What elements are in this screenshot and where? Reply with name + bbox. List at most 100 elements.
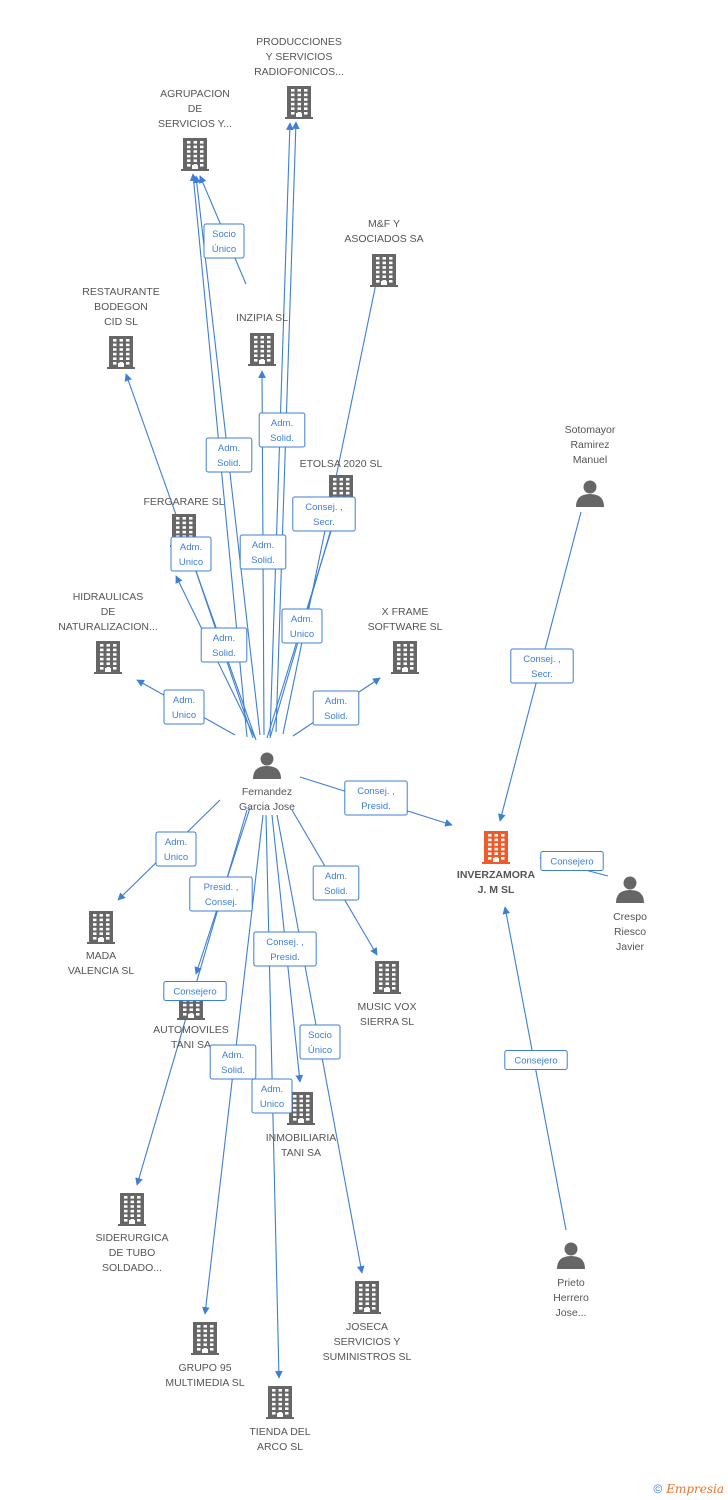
edge-label-text: Adm. [261, 1084, 283, 1095]
footer: ©Empresia [653, 1482, 724, 1496]
edge-label-25[interactable]: Consejero [504, 1050, 568, 1070]
edge-label-text: Consej. , [357, 786, 395, 797]
node-label: Ramirez [570, 439, 609, 451]
edge-label-20[interactable]: Consej. ,Presid. [253, 931, 317, 967]
node-label: ETOLSA 2020 SL [300, 458, 383, 470]
brand-logo[interactable]: Empresia [666, 1482, 724, 1496]
edge-label-6[interactable]: Adm.Solid. [205, 437, 253, 473]
node-label: Riesco [614, 926, 646, 938]
node-inverzamora[interactable]: INVERZAMORA J. M SL [457, 831, 536, 896]
node-label: X FRAME [382, 606, 429, 618]
node-label: SIERRA SL [360, 1016, 414, 1028]
building-icon [181, 138, 209, 171]
node-label: CID SL [104, 316, 138, 328]
edge-label-17[interactable]: Adm.Unico [155, 831, 197, 867]
node-label: Manuel [573, 454, 607, 466]
person-icon [557, 1242, 585, 1269]
edge-label-14[interactable]: Consej. ,Secr. [510, 648, 574, 684]
node-label: TIENDA DEL [249, 1426, 310, 1438]
node-label: Sotomayor [565, 424, 616, 436]
node-label: SERVICIOS Y [334, 1336, 401, 1348]
edge-label-21[interactable]: Consejero [163, 981, 227, 1001]
edge-label-text: Consejero [514, 1056, 557, 1067]
edge-label-15[interactable]: Consej. , Presid. [344, 780, 408, 816]
edge-label-18[interactable]: Presid. , Consej. [189, 876, 253, 912]
edge-label-text: Adm. [165, 837, 187, 848]
building-icon [94, 641, 122, 674]
building-icon [370, 254, 398, 287]
node-label: MULTIMEDIA SL [165, 1377, 244, 1389]
edge-label-11[interactable]: Adm. Solid. [200, 627, 248, 663]
edge-label-text: Adm. [213, 633, 235, 644]
edge-label-box [163, 981, 227, 1001]
edge-label-box [239, 534, 287, 570]
edge-label-24[interactable]: Adm.Unico [251, 1078, 293, 1114]
edge-label-5[interactable]: Adm.Solid. [258, 412, 306, 448]
node-label: NATURALIZACION... [58, 621, 158, 633]
edge-label-13[interactable]: Adm.Solid. [312, 690, 360, 726]
edge-label-box [312, 690, 360, 726]
edge-label-box [258, 412, 306, 448]
node-label: Y SERVICIOS [266, 51, 333, 63]
edge-label-text: Solid. [212, 648, 236, 659]
edge-label-23[interactable]: Adm.Solid. [209, 1044, 257, 1080]
node-label: DE [188, 103, 203, 115]
node-inzipia[interactable]: INZIPIA SL [236, 312, 288, 366]
edge-label-10[interactable]: Adm.Unico [281, 608, 323, 644]
node-label: AUTOMOVILES [153, 1024, 229, 1036]
edge-label-text: Consej. , [266, 937, 304, 948]
building-icon [285, 86, 313, 119]
node-label: INVERZAMORA [457, 869, 536, 881]
edge-label-text: Solid. [324, 886, 348, 897]
edge-label-text: Presid. , [204, 882, 239, 893]
edge-label-text: Solid. [324, 711, 348, 722]
node-label: MADA [86, 950, 116, 962]
edge-label-box [510, 648, 574, 684]
node-label: FERGARARE SL [143, 496, 224, 508]
edge-label-9[interactable]: Adm. Solid. [239, 534, 287, 570]
node-label: M&F Y [368, 218, 400, 230]
node-label: RADIOFONICOS... [254, 66, 344, 78]
edge-label-19[interactable]: Adm.Solid. [312, 865, 360, 901]
node-label: SUMINISTROS SL [323, 1351, 412, 1363]
node-label: PRODUCCIONES [256, 36, 342, 48]
edge-label-text: Consej. [205, 897, 237, 908]
node-producciones[interactable]: PRODUCCIONES Y SERVICIOS RADIOFONICOS... [254, 36, 344, 119]
edge-label-12[interactable]: Adm.Unico [163, 689, 205, 725]
node-grupo95[interactable]: GRUPO 95 MULTIMEDIA SL [165, 1322, 245, 1389]
building-icon [482, 831, 510, 864]
node-label: DE TUBO [109, 1247, 155, 1259]
node-hidraulicas[interactable]: HIDRAULICASDENATURALIZACION... [58, 591, 158, 674]
edge-label-16[interactable]: Consejero [540, 851, 604, 871]
node-label: Crespo [613, 911, 647, 923]
node-prieto[interactable]: PrietoHerreroJose... [553, 1242, 589, 1320]
edge-label-7[interactable]: Consej. ,Secr. [292, 496, 356, 532]
node-label: J. M SL [478, 884, 515, 896]
node-label: HIDRAULICAS [73, 591, 144, 603]
node-label: INMOBILIARIA [266, 1132, 337, 1144]
node-label: Prieto [557, 1277, 585, 1289]
node-label: SERVICIOS Y... [158, 118, 232, 130]
edge-label-text: Solid. [251, 555, 275, 566]
node-label: GRUPO 95 [178, 1362, 231, 1374]
edge-label-8[interactable]: Adm.Unico [170, 536, 212, 572]
edge-label-text: Consej. , [305, 502, 343, 513]
edge-label-text: Presid. [361, 801, 391, 812]
edge-label-text: Adm. [252, 540, 274, 551]
